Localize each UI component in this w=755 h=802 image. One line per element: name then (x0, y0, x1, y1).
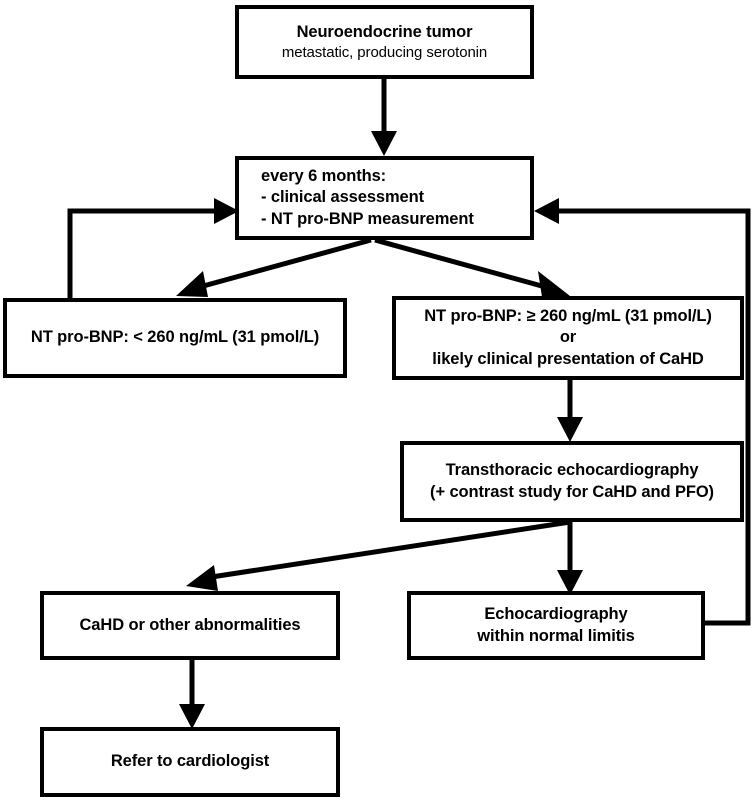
node-echo-normal-line-2: within normal limitis (477, 626, 635, 645)
node-echo-normal: Echocardiography within normal limitis (407, 591, 705, 660)
node-transthoracic-echo-line-1: Transthoracic echocardiography (445, 461, 699, 480)
node-neuroendocrine-tumor-line-1: Neuroendocrine tumor (296, 22, 473, 41)
node-ntprobnp-high-line-3: likely clinical presentation of CaHD (432, 349, 704, 368)
node-cahd-abnormalities: CaHD or other abnormalities (40, 591, 340, 660)
node-ntprobnp-high-line-1: NT pro-BNP: ≥ 260 ng/mL (31 pmol/L) (424, 306, 712, 325)
node-echo-normal-line-1: Echocardiography (484, 605, 628, 624)
arrowhead-echo-to-abnormal (186, 565, 218, 591)
node-neuroendocrine-tumor: Neuroendocrine tumor metastatic, produci… (235, 5, 534, 79)
node-refer-cardiologist-line-1: Refer to cardiologist (110, 752, 270, 771)
node-every-6-months-line-2: - clinical assessment (261, 188, 424, 207)
arrowhead-abnormal-to-refer (179, 704, 205, 729)
node-every-6-months-line-1: every 6 months: (261, 166, 387, 185)
node-refer-cardiologist: Refer to cardiologist (40, 727, 340, 797)
edge-echo-to-abnormal-line (204, 519, 571, 581)
edge-low-back-to-schedule-line (67, 208, 224, 300)
node-ntprobnp-high: NT pro-BNP: ≥ 260 ng/mL (31 pmol/L) or l… (392, 296, 744, 380)
edge-schedule-to-high-line (374, 237, 550, 291)
arrowhead-tumor-to-schedule (371, 131, 397, 156)
arrowhead-high-to-echo (557, 417, 583, 442)
node-every-6-months-line-3: - NT pro-BNP measurement (261, 209, 474, 228)
arrowhead-schedule-to-low (176, 271, 208, 297)
node-transthoracic-echo: Transthoracic echocardiography (+ contra… (400, 441, 744, 522)
edge-normal-back-to-schedule-line (557, 208, 751, 626)
node-ntprobnp-low-line-1: NT pro-BNP: < 260 ng/mL (31 pmol/L) (30, 328, 320, 347)
edge-schedule-to-low-line (195, 237, 372, 291)
node-transthoracic-echo-line-2: (+ contrast study for CaHD and PFO) (430, 482, 714, 501)
node-ntprobnp-low: NT pro-BNP: < 260 ng/mL (31 pmol/L) (3, 298, 347, 378)
node-cahd-abnormalities-line-1: CaHD or other abnormalities (79, 615, 301, 634)
node-ntprobnp-high-line-2: or (559, 328, 577, 347)
arrowhead-schedule-to-high (538, 271, 570, 297)
node-every-6-months: every 6 months: - clinical assessment - … (235, 156, 534, 240)
arrowhead-normal-back-to-schedule (534, 198, 559, 224)
node-neuroendocrine-tumor-line-2: metastatic, producing serotonin (281, 43, 488, 61)
